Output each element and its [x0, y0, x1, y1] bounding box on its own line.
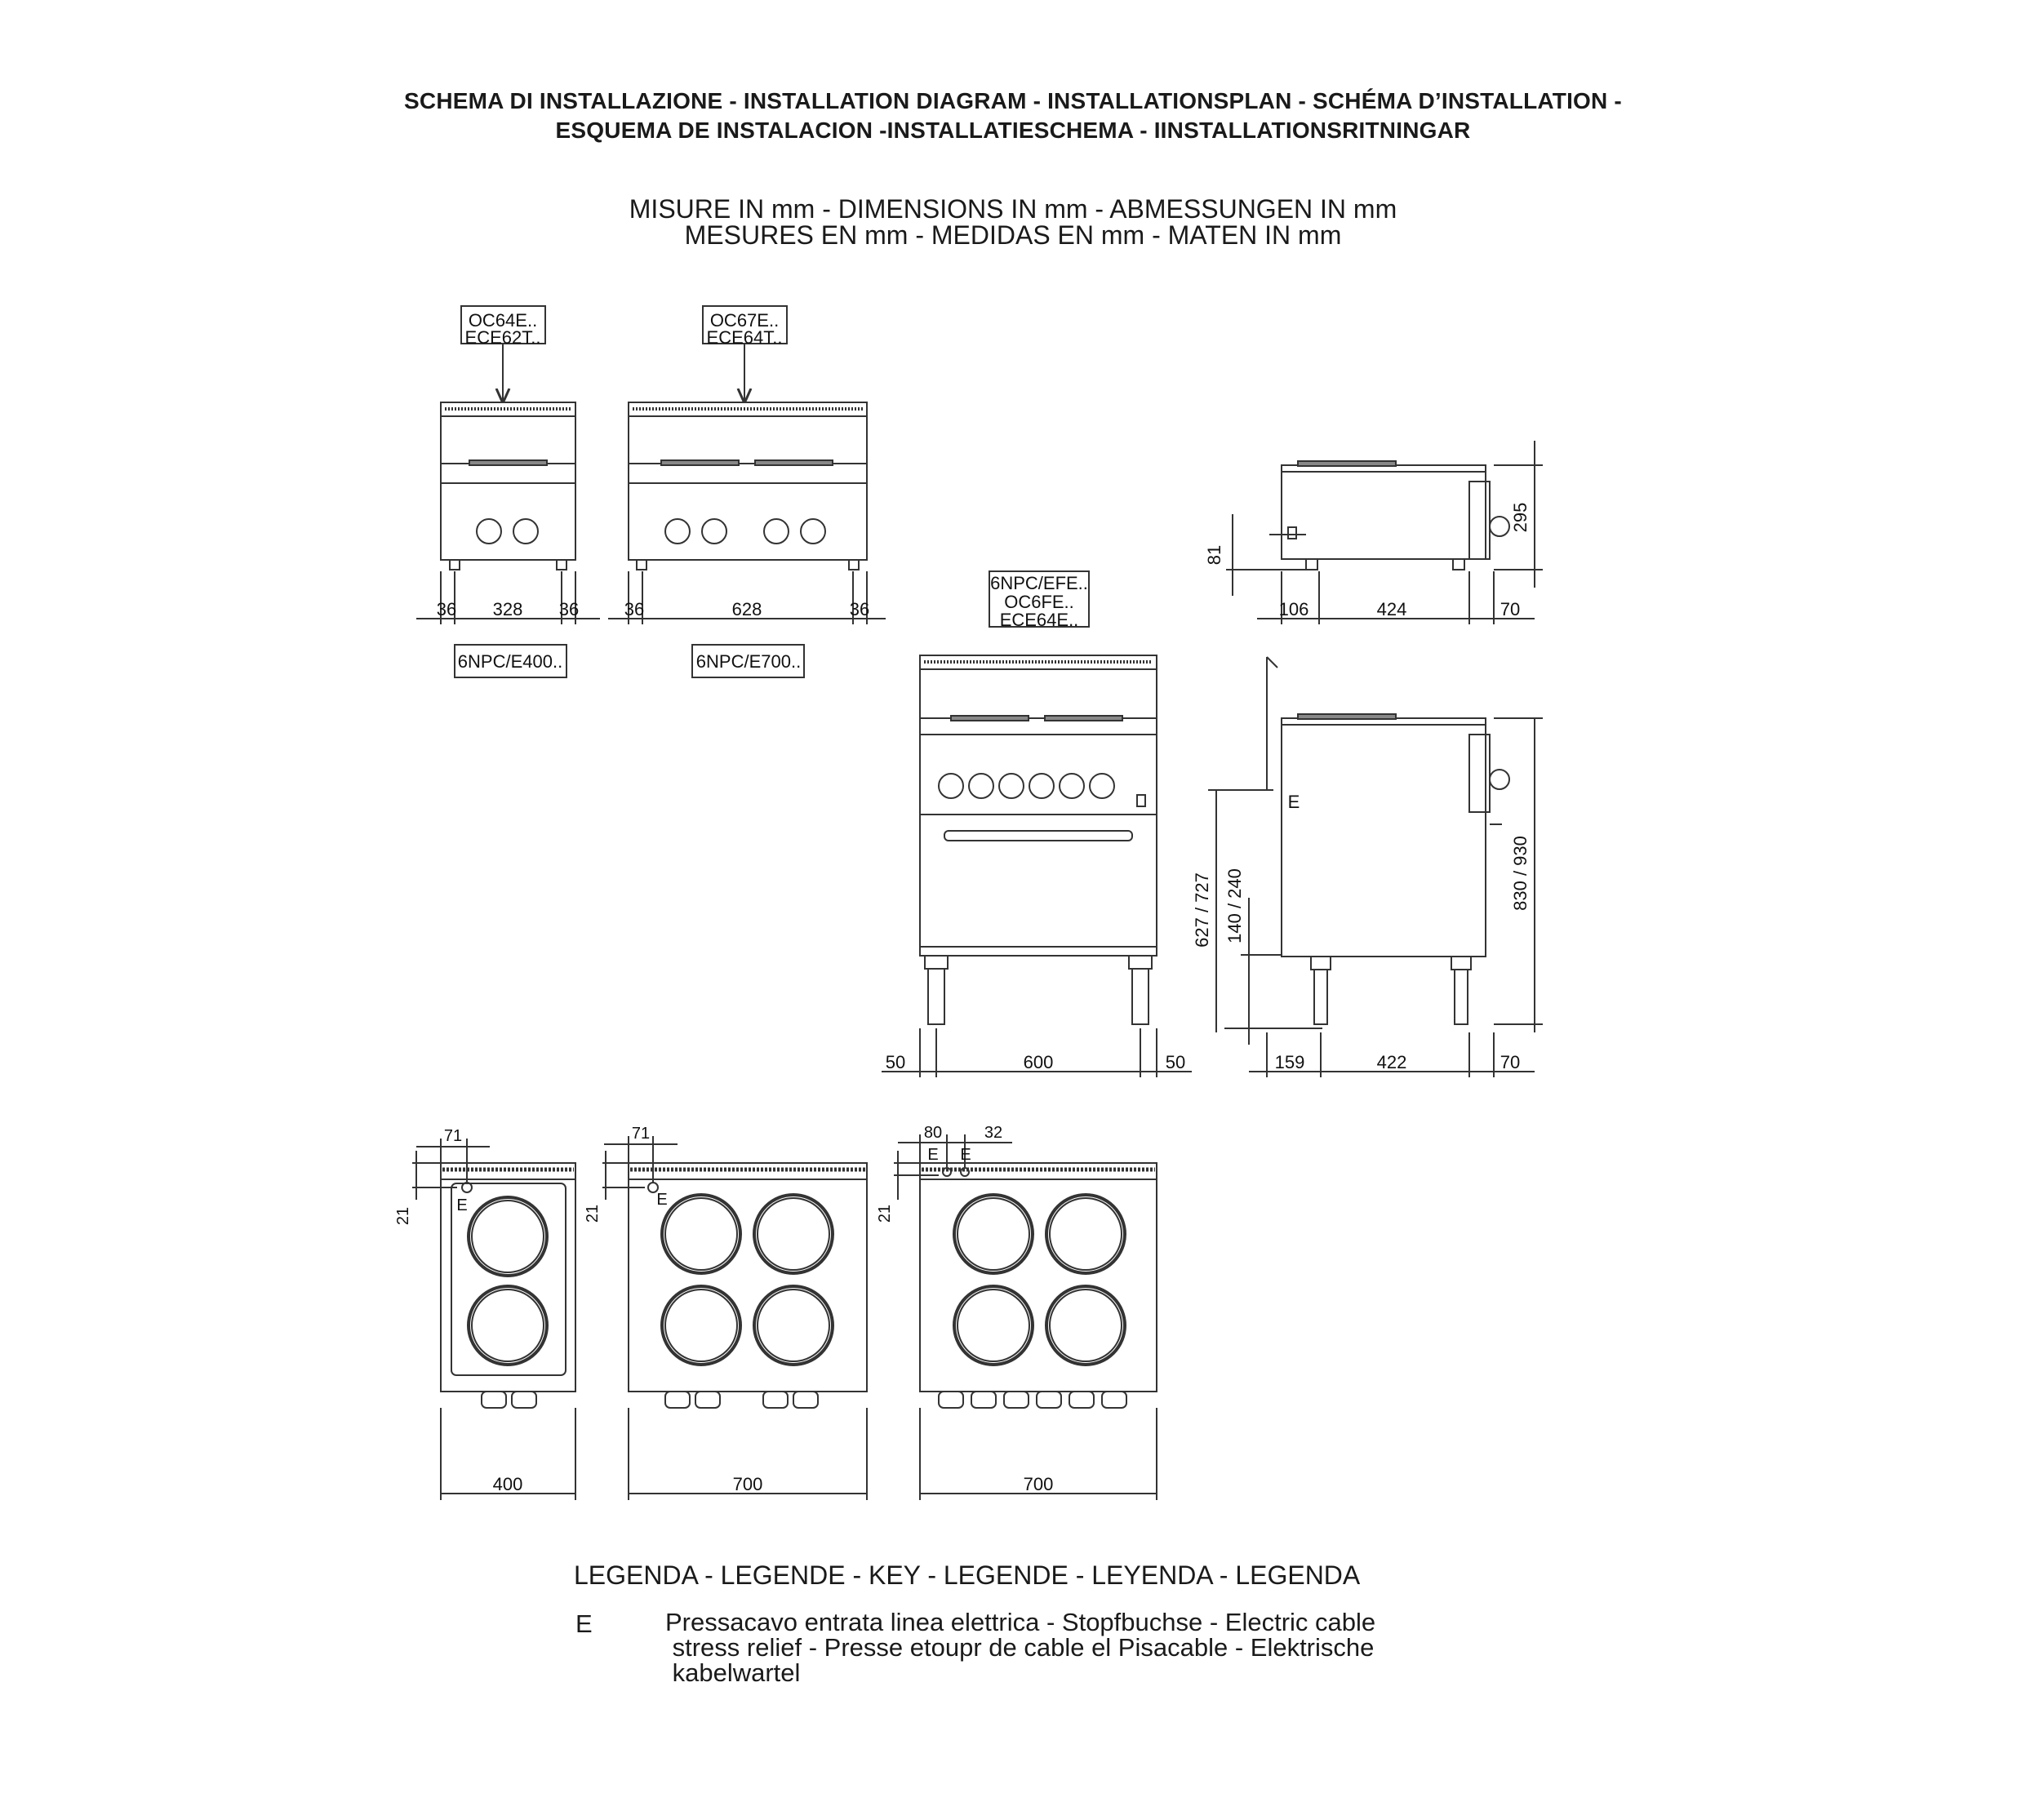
- dim-label: 422: [1377, 1052, 1407, 1072]
- front-view-oven: 6NPC/EFE.. OC6FE.. ECE64E.. 50 600 50: [882, 570, 1192, 1077]
- dim-label: 21: [394, 1207, 412, 1225]
- dim-label: 424: [1377, 599, 1407, 619]
- legend-description: Pressacavo entrata linea elettrica - Sto…: [665, 1609, 1441, 1685]
- model-label: OC6FE..: [1004, 592, 1074, 612]
- dim-label: 21: [584, 1205, 602, 1223]
- dim-label: 50: [1166, 1052, 1185, 1072]
- dim-label: 400: [493, 1474, 523, 1494]
- dim-label: 295: [1510, 503, 1531, 533]
- dim-label: 600: [1024, 1052, 1054, 1072]
- dim-label: 21: [876, 1205, 894, 1223]
- dim-label: 70: [1500, 599, 1520, 619]
- side-view-top-unit: 81 295 106 424 70: [1204, 441, 1543, 624]
- legend-line: stress relief - Presse etoupr de cable e…: [665, 1633, 1375, 1662]
- model-label: ECE64E..: [1000, 610, 1079, 630]
- cable-entry-mark: E: [456, 1196, 467, 1214]
- dim-label: 70: [1500, 1052, 1520, 1072]
- dim-label: 50: [886, 1052, 905, 1072]
- dim-label: 71: [444, 1127, 462, 1145]
- model-label: OC64E..: [469, 310, 537, 331]
- dim-label: 700: [1024, 1474, 1054, 1494]
- dim-label: 36: [624, 599, 644, 619]
- legend-title: LEGENDA - LEGENDE - KEY - LEGENDE - LEYE…: [574, 1560, 1361, 1590]
- legend-line: kabelwartel: [665, 1658, 801, 1687]
- front-view-wide-top: OC67E.. ECE64T.. 36 628 36 6NPC/E700..: [608, 305, 886, 678]
- cable-entry-mark: E: [1288, 792, 1300, 812]
- dim-label: 830 / 930: [1510, 836, 1531, 911]
- units-line-1: MISURE IN mm - DIMENSIONS IN mm - ABMESS…: [629, 194, 1397, 224]
- plan-view-400: E 400 71 21: [394, 1127, 576, 1500]
- title-line-2: ESQUEMA DE INSTALACION -INSTALLATIESCHEM…: [555, 118, 1471, 143]
- dim-label: 71: [632, 1125, 650, 1143]
- dim-label: 36: [437, 599, 456, 619]
- plan-view-700-a: E 700 71 21: [584, 1125, 868, 1500]
- dim-label: 81: [1204, 545, 1224, 565]
- cable-entry-mark: E: [656, 1191, 667, 1209]
- dim-label: 80: [924, 1124, 942, 1142]
- dim-label: 627 / 727: [1192, 872, 1212, 948]
- dim-label: 700: [733, 1474, 763, 1494]
- dim-label: 36: [850, 599, 869, 619]
- dim-label: 106: [1279, 599, 1309, 619]
- model-label: 6NPC/E700..: [696, 651, 801, 672]
- title-line-1: SCHEMA DI INSTALLAZIONE - INSTALLATION D…: [404, 88, 1622, 113]
- dim-label: 32: [984, 1124, 1002, 1142]
- dim-label: 628: [732, 599, 762, 619]
- cable-entry-mark: E: [960, 1146, 971, 1164]
- legend-line: Pressacavo entrata linea elettrica - Sto…: [665, 1608, 1376, 1636]
- dim-label: 159: [1275, 1052, 1305, 1072]
- units-line-2: MESURES EN mm - MEDIDAS EN mm - MATEN IN…: [684, 220, 1342, 250]
- model-label: 6NPC/EFE..: [990, 573, 1088, 593]
- dim-label: 140 / 240: [1224, 868, 1245, 943]
- side-view-oven: E 627 / 727 140 / 240 830 / 930 159 422 …: [1192, 656, 1543, 1077]
- dim-label: 36: [559, 599, 579, 619]
- model-label: OC67E..: [710, 310, 779, 331]
- front-view-small-top: OC64E.. ECE62T.. 36 328 36 6NPC/E400..: [416, 305, 600, 678]
- plan-view-700-b: 700 80 32 E E 21: [876, 1124, 1157, 1500]
- legend-key: E: [575, 1609, 593, 1638]
- cable-entry-mark: E: [927, 1146, 938, 1164]
- dim-label: 328: [493, 599, 523, 619]
- model-label: 6NPC/E400..: [458, 651, 562, 672]
